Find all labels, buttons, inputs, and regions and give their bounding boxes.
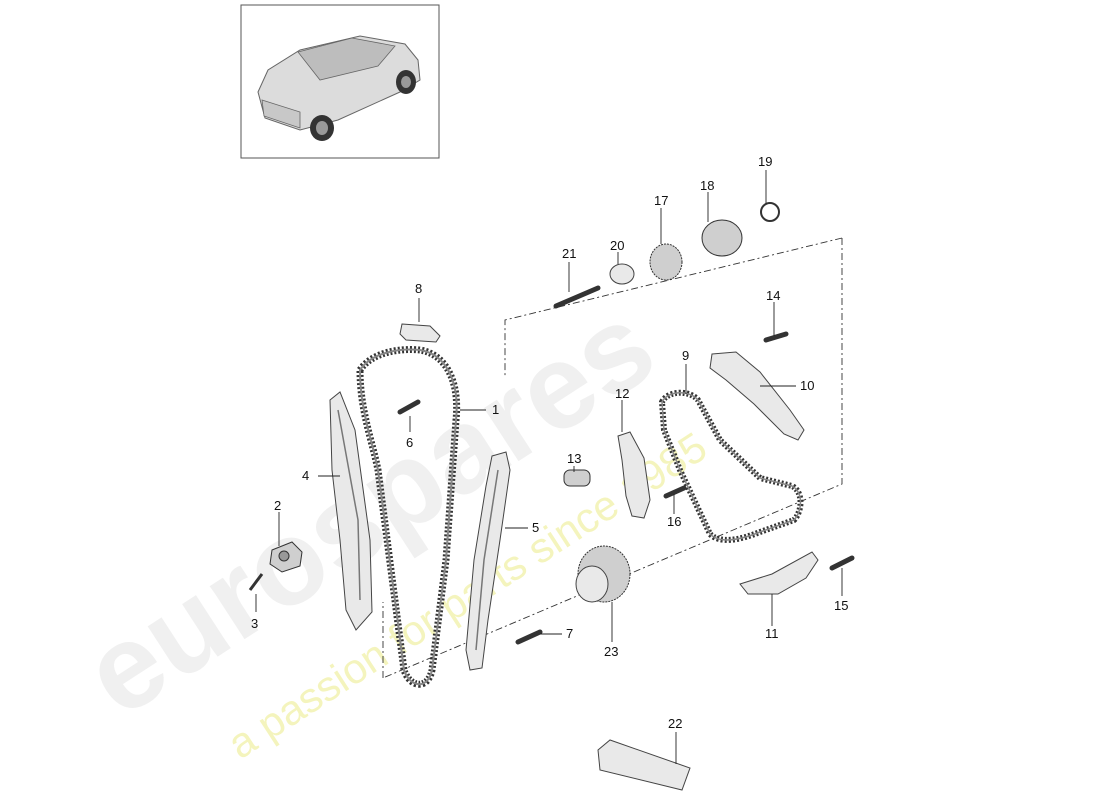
part-13-tensioner [563, 469, 591, 487]
part-12-guide-rail [617, 431, 651, 519]
callout-11: 11 [765, 626, 779, 641]
part-4-guide-rail [329, 391, 373, 631]
callout-8: 8 [415, 281, 422, 296]
leader-lines [255, 170, 843, 764]
callout-14: 14 [766, 288, 780, 303]
car-suv-icon [257, 35, 421, 141]
callout-7: 7 [566, 626, 573, 641]
callout-17: 17 [654, 193, 668, 208]
callout-18: 18 [700, 178, 714, 193]
callout-22: 22 [668, 716, 682, 731]
callout-3: 3 [251, 616, 258, 631]
callout-12: 12 [615, 386, 629, 401]
assembly-outline [382, 237, 843, 679]
callout-15: 15 [834, 598, 848, 613]
callout-13: 13 [567, 451, 581, 466]
callout-20: 20 [610, 238, 624, 253]
callout-21: 21 [562, 246, 576, 261]
callout-4: 4 [302, 468, 309, 483]
part-23-drive-sprocket [575, 545, 631, 603]
sprockets-upper [553, 202, 780, 309]
callout-6: 6 [406, 435, 413, 450]
callout-9: 9 [682, 348, 689, 363]
part-8-guide [399, 323, 441, 343]
part-22-sealant-tube [597, 739, 691, 791]
callout-16: 16 [667, 514, 681, 529]
part-2-tensioner [269, 541, 303, 573]
bolts [248, 331, 855, 645]
callout-5: 5 [532, 520, 539, 535]
part-10-tensioner-rail [709, 351, 805, 441]
vehicle-thumbnail [240, 4, 440, 159]
callout-labels: 1 2 3 4 5 6 7 8 9 10 11 12 13 14 15 16 1… [251, 154, 848, 731]
part-9-secondary-chain [658, 389, 804, 543]
part-1-timing-chain [356, 346, 461, 688]
part-5-guide-rail [465, 451, 511, 671]
callout-23: 23 [604, 644, 618, 659]
watermark: eurospares a passion for parts since 198… [61, 277, 715, 768]
callout-10: 10 [800, 378, 814, 393]
part-11-guide [739, 551, 819, 595]
callout-19: 19 [758, 154, 772, 169]
callout-1: 1 [492, 402, 499, 417]
callout-2: 2 [274, 498, 281, 513]
